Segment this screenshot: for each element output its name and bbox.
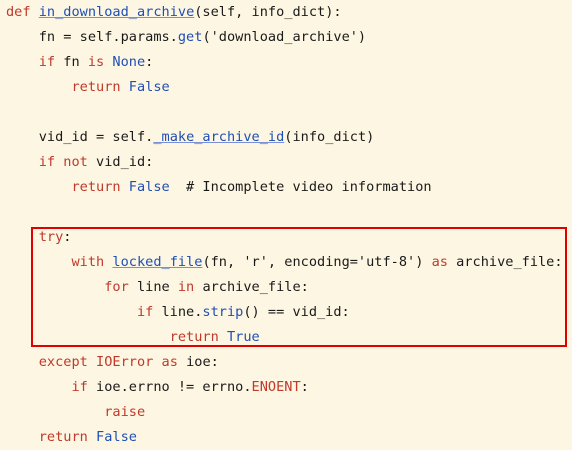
code-token: : [300,379,309,395]
code-token: if [6,379,97,395]
code-token: () == vid_id: [243,304,350,320]
code-token: ioe: [186,354,219,370]
code-token: ('download_archive') [202,29,367,45]
code-line: if not vid_id: [6,152,154,172]
code-line: for line in archive_file: [6,277,309,297]
code-token: return [6,329,227,345]
code-token: True [226,329,260,345]
code-token: False [96,429,137,445]
code-line: vid_id = self._make_archive_id(info_dict… [6,127,375,147]
code-line: with locked_file(fn, 'r', encoding='utf-… [6,252,563,272]
code-line: raise [6,402,145,422]
code-token: (self, info_dict): [194,4,342,20]
code-token: False [128,179,170,195]
code-token: _make_archive_id [153,129,285,145]
code-line: if fn is None: [6,52,154,72]
code-line: def in_download_archive(self, info_dict)… [6,2,342,22]
code-token: try [6,229,64,245]
code-token: False [128,79,170,95]
code-token: line. [161,304,203,320]
code-token: archive_file: [202,279,309,295]
code-token: None [112,54,146,70]
code-line: return False [6,77,170,97]
code-token: def [6,4,39,20]
code-token: if [6,304,162,320]
code-token: vid_id = self. [6,129,154,145]
code-token: for [6,279,137,295]
code-token: IOError [96,354,162,370]
code-token: ENOENT [251,379,301,395]
code-token: if [6,54,64,70]
code-line: if line.strip() == vid_id: [6,302,350,322]
code-token: raise [6,404,146,420]
code-token: # Incomplete video information [169,179,432,195]
code-token: if not [6,154,97,170]
code-line: return True [6,327,260,347]
code-token: get [177,29,203,45]
code-token: as [431,254,457,270]
code-token: except [6,354,97,370]
code-token: : [63,229,72,245]
code-token: (fn, 'r', encoding='utf-8') [202,254,432,270]
highlight-box [31,227,567,347]
code-token: return [6,79,129,95]
code-token: in [177,279,203,295]
code-token: archive_file: [456,254,563,270]
code-token: locked_file [112,254,203,270]
code-token: return [6,429,97,445]
code-token: (info_dict) [284,129,375,145]
code-token: fn [63,54,88,70]
code-token: as [161,354,187,370]
code-token: vid_id: [96,154,154,170]
code-line: if ioe.errno != errno.ENOENT: [6,377,309,397]
code-token: is [87,54,113,70]
code-line: return False [6,427,137,447]
code-line: try: [6,227,72,247]
code-token: ioe.errno != errno. [96,379,252,395]
code-token: with [6,254,113,270]
code-token: fn = self.params. [6,29,178,45]
code-token: line [136,279,178,295]
code-token: strip [202,304,244,320]
code-line: fn = self.params.get('download_archive') [6,27,366,47]
code-line: except IOError as ioe: [6,352,219,372]
code-token: : [145,54,154,70]
code-line: return False # Incomplete video informat… [6,177,432,197]
code-token: in_download_archive [38,4,195,20]
code-token: return [6,179,129,195]
